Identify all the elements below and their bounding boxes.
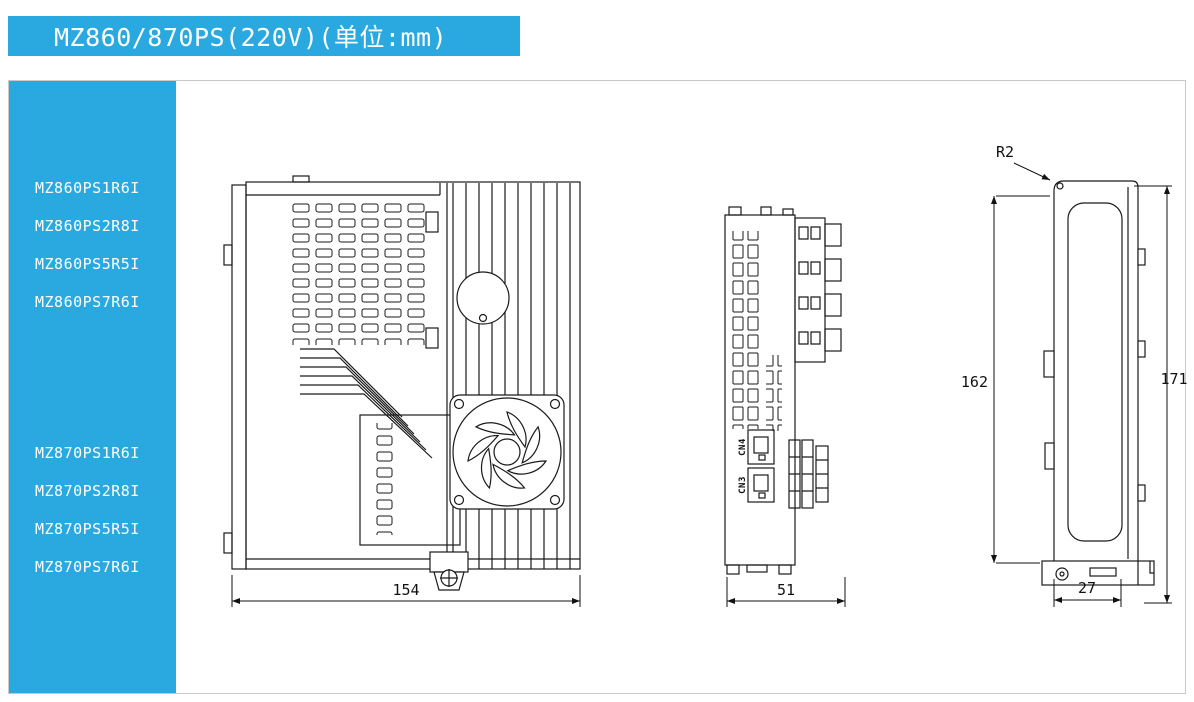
model-label: MZ860PS7R6I — [35, 293, 140, 311]
cooling-fan — [449, 394, 565, 510]
profile-view: R2 162 171 27 — [961, 143, 1188, 607]
cn4-connector — [747, 429, 775, 465]
model-label: MZ870PS2R8I — [35, 482, 140, 500]
model-label: MZ860PS2R8I — [35, 217, 140, 235]
cn3-label: CN3 — [738, 476, 748, 494]
base-depth-label: 27 — [1078, 579, 1096, 597]
side-depth-dimension: 51 — [726, 577, 846, 607]
heatsink-steps — [300, 348, 433, 459]
io-connectors — [788, 439, 829, 509]
front-vent-grid — [290, 201, 430, 345]
heatsink-fins — [446, 183, 571, 569]
model-spec-panel: MZ860PS1R6I MZ860PS2R8I MZ860PS5R5I MZ86… — [9, 81, 176, 693]
front-body-outline — [245, 181, 581, 570]
front-vent-column — [372, 423, 394, 535]
front-width-label: 154 — [392, 581, 419, 599]
corner-radius-callout: R2 — [996, 143, 1051, 181]
mounting-foot — [429, 551, 469, 591]
dimension-drawings: 154 — [223, 143, 1188, 607]
profile-base — [1041, 560, 1155, 586]
title-banner: MZ860/870PS(220V)(单位:mm) — [8, 16, 520, 56]
profile-panel — [1067, 202, 1123, 542]
terminal-block — [794, 217, 842, 363]
base-depth-dimension: 27 — [1053, 579, 1122, 607]
dimension-sheet: MZ860PS1R6I MZ860PS2R8I MZ860PS5R5I MZ86… — [8, 80, 1188, 694]
side-view: CN4 CN3 51 — [724, 206, 846, 607]
model-label: MZ870PS1R6I — [35, 444, 140, 462]
side-vent-column-mid — [766, 355, 782, 431]
model-label: MZ870PS5R5I — [35, 520, 140, 538]
panel-height-label: 162 — [961, 373, 988, 391]
fan-blades — [467, 411, 548, 490]
model-label: MZ860PS1R6I — [35, 179, 140, 197]
model-label: MZ860PS5R5I — [35, 255, 140, 273]
din-rail-clip — [223, 184, 247, 570]
corner-radius-label: R2 — [996, 143, 1014, 161]
panel-height-dimension: 162 — [961, 195, 1050, 564]
model-label: MZ870PS7R6I — [35, 558, 140, 576]
profile-body-outline — [1053, 180, 1139, 561]
round-opening — [456, 271, 510, 325]
cn4-label: CN4 — [738, 438, 748, 456]
model-list-mz870: MZ870PS1R6I MZ870PS2R8I MZ870PS5R5I MZ87… — [9, 434, 176, 586]
side-vent-columns — [732, 231, 762, 429]
total-height-label: 171 — [1160, 370, 1187, 388]
model-list-mz860: MZ860PS1R6I MZ860PS2R8I MZ860PS5R5I MZ86… — [9, 169, 176, 321]
front-width-dimension: 154 — [231, 575, 581, 607]
front-view: 154 — [223, 175, 581, 607]
cn3-connector — [747, 467, 775, 503]
page-title: MZ860/870PS(220V)(单位:mm) — [54, 23, 448, 52]
total-height-dimension: 171 — [1134, 185, 1188, 604]
side-depth-label: 51 — [777, 581, 795, 599]
